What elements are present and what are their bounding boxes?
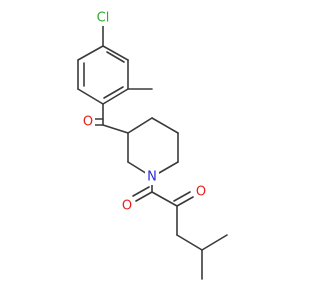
bond-carbonyl-pip3	[102, 124, 129, 134]
bond-ar4-ar5	[77, 88, 104, 105]
alpha-keto-oxygen-label: O	[196, 185, 206, 200]
bond-ar3-ar4	[102, 88, 129, 105]
bond-ch2-ch	[176, 234, 203, 251]
piperidine-nitrogen-label: N	[147, 170, 157, 185]
atom-o-alpha: O	[195, 184, 208, 200]
bond-ar1-ar2	[102, 45, 129, 61]
atom-cl: Cl	[94, 10, 112, 26]
bond-keto-c-o-a	[176, 196, 194, 207]
bond-ar3-ar4-inner	[103, 86, 124, 99]
bond-ch-me2	[201, 234, 228, 251]
atom-o-ketone: O	[82, 114, 95, 130]
ketone-oxygen-label: O	[83, 115, 93, 130]
atom-n-ring: N	[145, 169, 159, 185]
benzene-ring	[77, 45, 129, 105]
bond-keto-c-o-b	[173, 191, 191, 202]
bond-ar6-ar1	[77, 45, 104, 61]
bond-amide-c-keto-c	[151, 191, 178, 207]
bond-amide-c-o-a	[135, 191, 153, 202]
piperidine-ring	[127, 117, 179, 178]
bond-ar1-ar2-inner	[106, 51, 125, 63]
bond-pip3-pip4	[127, 117, 153, 134]
chlorine-label: Cl	[97, 11, 110, 26]
bond-amide-c-o-b	[132, 186, 150, 197]
atom-o-amide: O	[121, 198, 134, 214]
chemical-structure-diagram: Cl O N O O	[77, 10, 228, 280]
bond-pip4-pip5	[151, 117, 179, 134]
amide-oxygen-label: O	[122, 199, 132, 214]
